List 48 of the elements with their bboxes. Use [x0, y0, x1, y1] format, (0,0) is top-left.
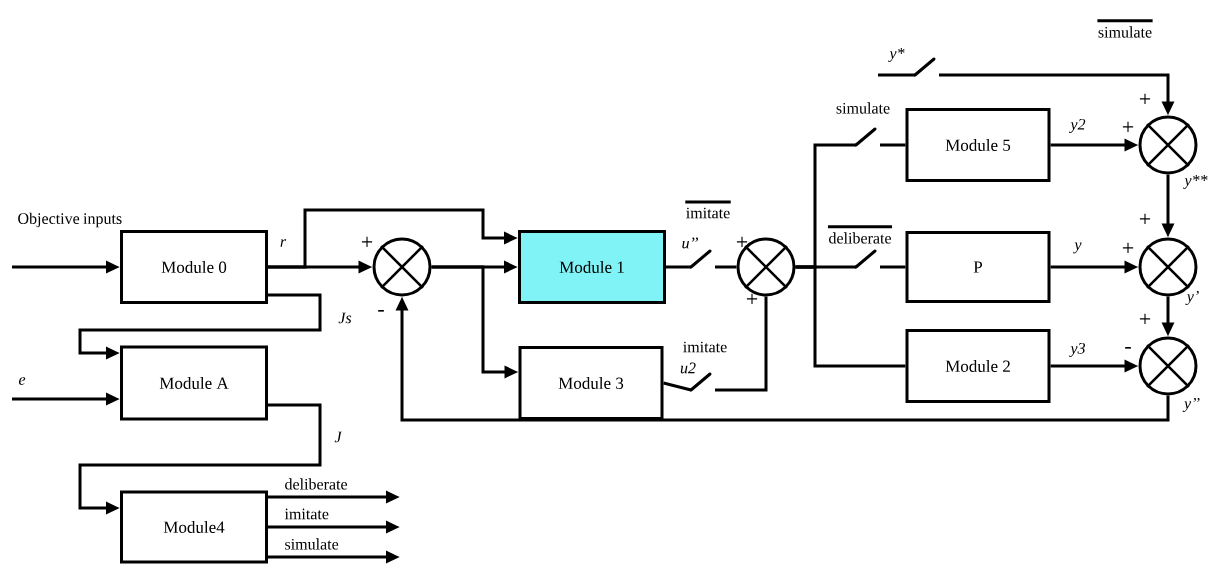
- module-box: Module 5: [905, 108, 1051, 182]
- edge-label: e: [17, 376, 27, 386]
- edge-label: y3: [1069, 341, 1087, 358]
- module-box: Module 0: [120, 230, 268, 304]
- sign-label: +: [361, 236, 373, 248]
- switch-symbol: [913, 57, 936, 77]
- edge-label: y2: [1069, 117, 1087, 134]
- switch-symbol: [689, 372, 712, 392]
- edge-label: y: [1073, 241, 1083, 255]
- module-box: Module 1: [518, 230, 666, 304]
- switch-symbol: [689, 249, 712, 269]
- edge-label: r: [278, 238, 288, 248]
- edge-label: y’’: [1182, 396, 1201, 414]
- switch-symbol: [854, 249, 877, 269]
- summing-junction: [1138, 336, 1198, 396]
- module-box: Module 3: [518, 346, 664, 420]
- sign-label: +: [1139, 313, 1151, 325]
- edge-label: u2: [679, 361, 697, 375]
- edge-label: imitate: [283, 507, 330, 521]
- edge-label: Objective inputs: [16, 211, 129, 229]
- edge-label: y*: [888, 47, 906, 63]
- module-box: P: [905, 231, 1051, 303]
- overlined-label: imitate: [685, 200, 731, 219]
- edge-label: Js: [337, 311, 353, 325]
- overlined-label: deliberate: [827, 225, 893, 244]
- summing-junction: [372, 237, 432, 297]
- summing-junction: [1138, 115, 1198, 175]
- sign-label: +: [736, 236, 748, 248]
- module-box: Module A: [120, 345, 268, 421]
- overlined-label: simulate: [1097, 19, 1153, 38]
- switch-label: simulate: [836, 102, 890, 114]
- sign-label: +: [1139, 213, 1151, 225]
- switch-label: imitate: [683, 341, 727, 353]
- sign-label: +: [1122, 121, 1134, 133]
- edge-label: y’: [1185, 289, 1201, 307]
- edge-label: y**: [1183, 174, 1209, 190]
- edge-label: deliberate: [283, 477, 349, 491]
- sign-label: -: [1125, 347, 1131, 349]
- edge-label: u’’: [680, 236, 700, 250]
- sign-label: +: [1139, 93, 1151, 105]
- sign-label: +: [746, 293, 758, 305]
- edge-label: J: [333, 430, 343, 444]
- module-box: Module 2: [905, 329, 1051, 403]
- switch-symbol: [854, 127, 877, 147]
- module-box: Module4: [120, 490, 268, 564]
- sign-label: -: [378, 310, 384, 312]
- sign-label: +: [1122, 242, 1134, 254]
- edge-label: simulate: [283, 537, 340, 551]
